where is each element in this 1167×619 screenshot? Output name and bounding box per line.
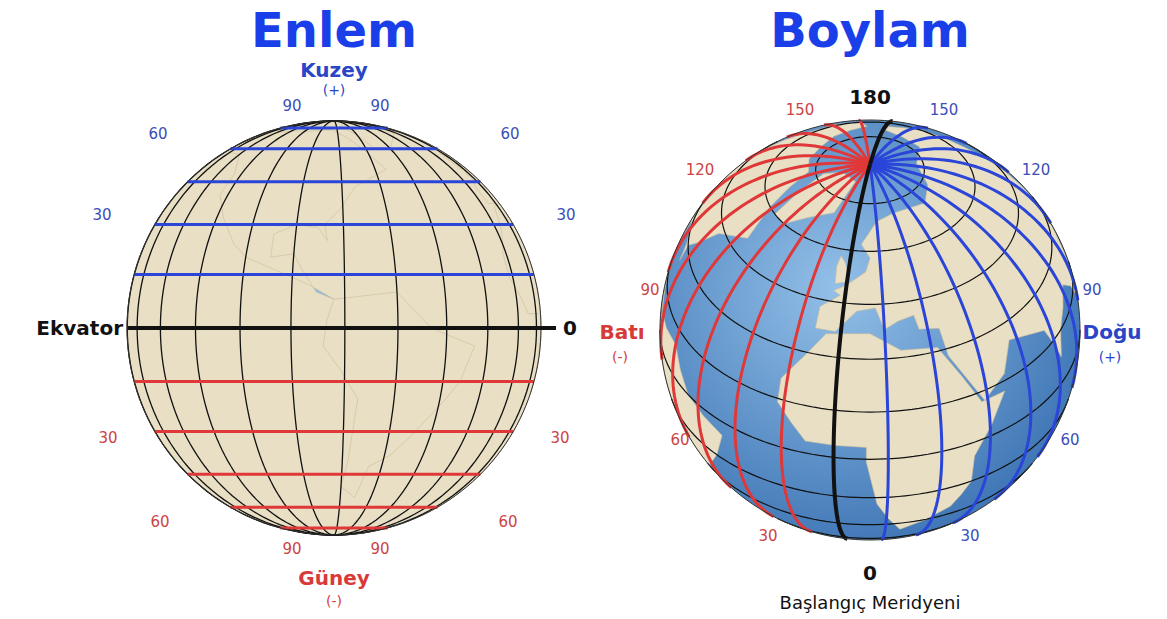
- degree-number: 120: [686, 162, 715, 179]
- grid-line: [870, 165, 942, 535]
- grid-line: [688, 197, 1052, 359]
- grid-line: [870, 165, 1060, 457]
- degree-number: 0: [863, 562, 877, 584]
- grid-line: [870, 164, 1078, 300]
- ocean: [660, 120, 1080, 540]
- grid-line: [673, 165, 870, 437]
- grid-line: [134, 273, 534, 276]
- globe-outline: [660, 120, 1080, 540]
- degree-number: 60: [500, 126, 519, 143]
- direction-label: Kuzey: [300, 59, 368, 81]
- degree-number: 30: [92, 207, 111, 224]
- direction-label: Batı: [599, 321, 644, 343]
- degree-number: 90: [282, 98, 301, 115]
- sign-label: (-): [612, 350, 628, 365]
- degree-number: 180: [849, 86, 891, 108]
- globe: [660, 120, 1080, 540]
- degree-number: 60: [148, 126, 167, 143]
- equator-line: [128, 326, 556, 330]
- degree-number: 30: [550, 430, 569, 447]
- grid-line: [870, 165, 888, 540]
- grid-line: [188, 180, 481, 183]
- grid-line: [870, 165, 1031, 500]
- heading: Boylam: [770, 4, 970, 57]
- degree-number: 150: [786, 102, 815, 119]
- degree-number: 90: [370, 98, 389, 115]
- grid-line: [708, 463, 1033, 524]
- degree-number: 0: [563, 317, 577, 339]
- direction-label: Doğu: [1083, 321, 1142, 343]
- degree-number: 150: [930, 102, 959, 119]
- grid-line: [870, 127, 928, 164]
- sign-label: (+): [1099, 350, 1122, 365]
- grid-line: [870, 159, 1051, 223]
- degree-number: 30: [556, 207, 575, 224]
- grid-line: [870, 137, 966, 164]
- grid-line: [870, 121, 893, 164]
- grid-line: [231, 147, 438, 150]
- grid-line: [667, 261, 1073, 412]
- direction-label: Güney: [298, 567, 370, 589]
- grid-line: [870, 165, 1077, 388]
- grid-line: [765, 122, 975, 251]
- degree-number: 90: [370, 541, 389, 558]
- caption-label: Başlangıç Meridyeni: [780, 593, 961, 613]
- grid-line: [280, 127, 387, 130]
- landmass: [323, 292, 474, 498]
- degree-number: 90: [640, 282, 659, 299]
- degree-number: 60: [670, 432, 689, 449]
- grid-line: [155, 430, 514, 433]
- grid-line: [231, 506, 438, 509]
- heading: Enlem: [251, 4, 417, 57]
- grid-line: [188, 473, 481, 476]
- degree-number: 90: [1082, 282, 1101, 299]
- sign-label: (-): [326, 594, 342, 609]
- degree-number: 60: [1060, 432, 1079, 449]
- degree-number: 60: [150, 514, 169, 531]
- grid-line: [698, 165, 870, 488]
- grid-line: [660, 330, 1080, 459]
- degree-number: 30: [98, 430, 117, 447]
- grid-line: [735, 165, 870, 517]
- reference-label: Ekvator: [36, 317, 123, 339]
- degree-number: 30: [960, 528, 979, 545]
- degree-number: 90: [282, 541, 301, 558]
- grid-line: [834, 165, 870, 539]
- sign-label: (+): [323, 83, 346, 98]
- grid-line: [280, 526, 387, 529]
- degree-number: 60: [498, 514, 517, 531]
- grid-line: [134, 380, 534, 383]
- grid-line: [155, 223, 514, 226]
- degree-number: 30: [758, 528, 777, 545]
- degree-number: 120: [1022, 162, 1051, 179]
